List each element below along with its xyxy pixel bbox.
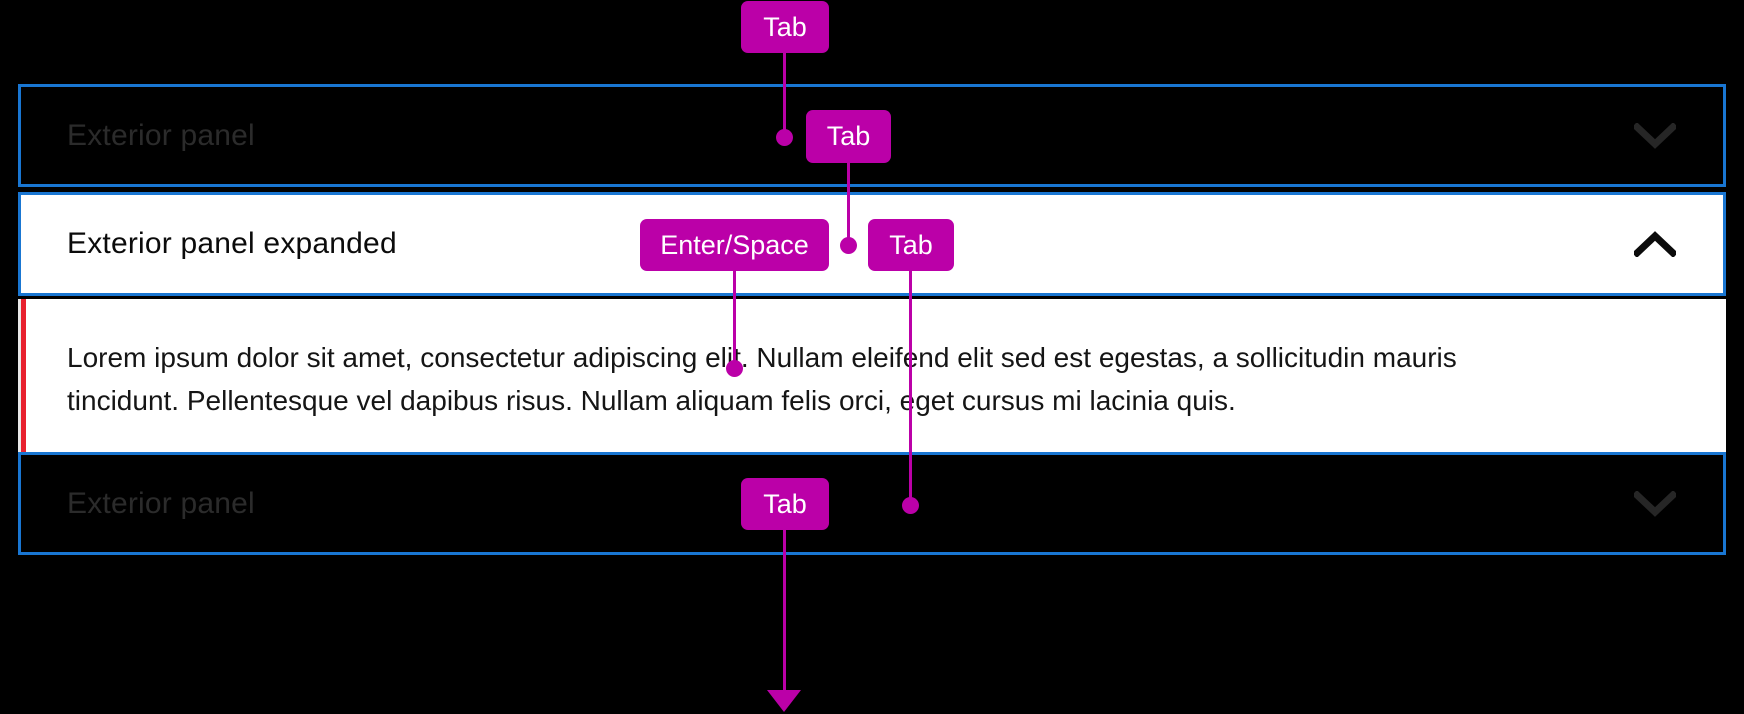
panel-body-text: Lorem ipsum dolor sit amet, consectetur … (67, 342, 1457, 416)
panel-title-collapsed-top: Exterior panel (67, 118, 255, 152)
connector-arrowhead-exit (767, 690, 801, 712)
connector-enter-space-activate (733, 271, 736, 370)
exterior-panel-body: Lorem ipsum dolor sit amet, consectetur … (18, 299, 1726, 452)
key-badge-tab-to-expanded-header: Tab (806, 110, 891, 163)
connector-endpoint-next-panel (902, 497, 919, 514)
panel-title-collapsed-bottom: Exterior panel (67, 486, 255, 520)
chevron-up-icon[interactable] (1627, 216, 1683, 272)
body-left-accent-bar (21, 299, 26, 452)
panel-title-expanded: Exterior panel expanded (67, 227, 397, 260)
connector-tab-to-expanded-header (847, 163, 850, 246)
connector-endpoint-expanded-header (840, 237, 857, 254)
connector-tab-past-body (909, 271, 912, 511)
exterior-panel-collapsed-top[interactable]: Exterior panel (18, 84, 1726, 187)
key-badge-tab-into-first-panel: Tab (741, 1, 829, 53)
connector-tab-exit (783, 530, 786, 692)
exterior-panel-collapsed-bottom[interactable]: Exterior panel (18, 452, 1726, 555)
key-badge-tab-to-next-panel: Tab (741, 478, 829, 530)
key-badge-tab-past-body: Tab (868, 219, 954, 271)
connector-tab-into-first-panel (783, 53, 786, 138)
key-badge-enter-space-activate: Enter/Space (640, 219, 829, 271)
chevron-down-icon[interactable] (1627, 476, 1683, 532)
chevron-down-icon[interactable] (1627, 108, 1683, 164)
connector-endpoint-panel-body (726, 360, 743, 377)
connector-endpoint-first-panel (776, 129, 793, 146)
